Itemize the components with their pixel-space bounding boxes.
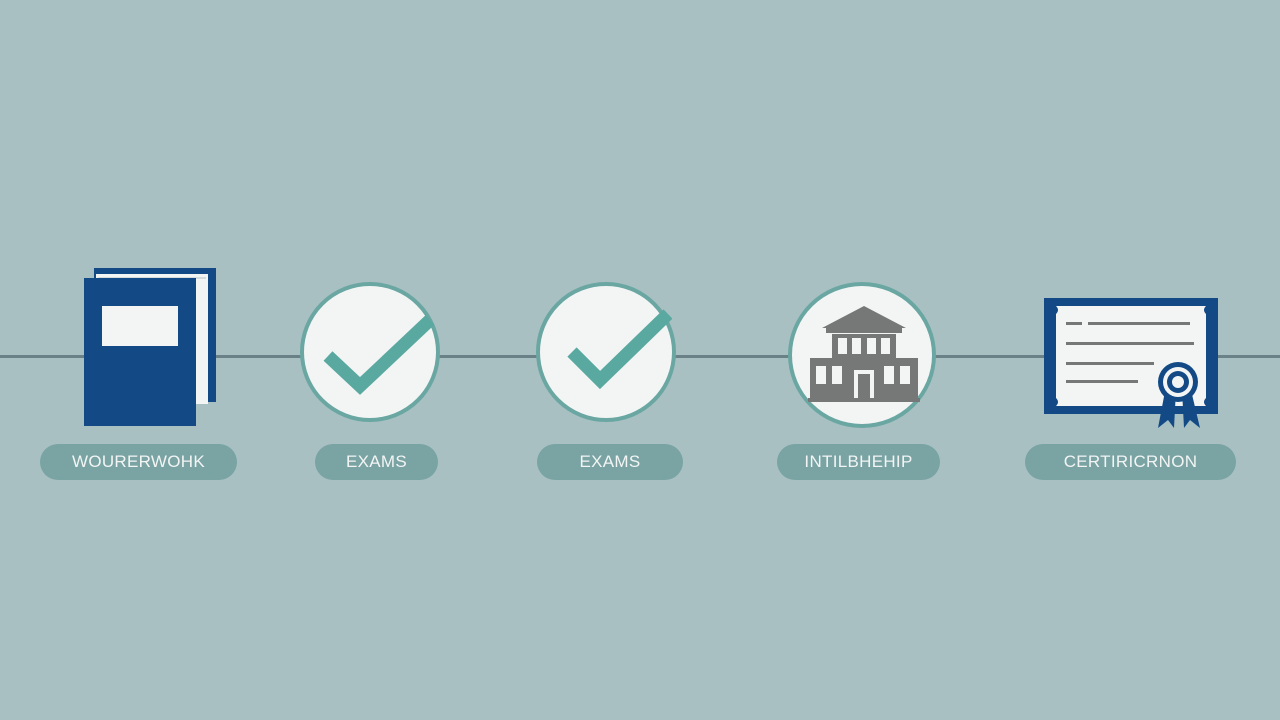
building-icon [808, 306, 920, 402]
step-coursework [80, 264, 220, 430]
step-label-coursework: WOURERWOHK [40, 444, 237, 480]
certificate-icon [1044, 298, 1218, 428]
step-label-exams-1: EXAMS [315, 444, 438, 480]
step-label-exams-2: EXAMS [537, 444, 683, 480]
step-label-internship: INTILBHEHIP [777, 444, 940, 480]
book-icon [84, 268, 216, 426]
checkmark-icon [567, 309, 672, 390]
checkmark-icon [323, 315, 435, 395]
step-certification [1044, 296, 1220, 432]
step-exams-1 [300, 282, 440, 422]
step-internship [788, 282, 936, 428]
step-label-certification: CERTIRICRNON [1025, 444, 1236, 480]
step-exams-2 [536, 282, 676, 422]
